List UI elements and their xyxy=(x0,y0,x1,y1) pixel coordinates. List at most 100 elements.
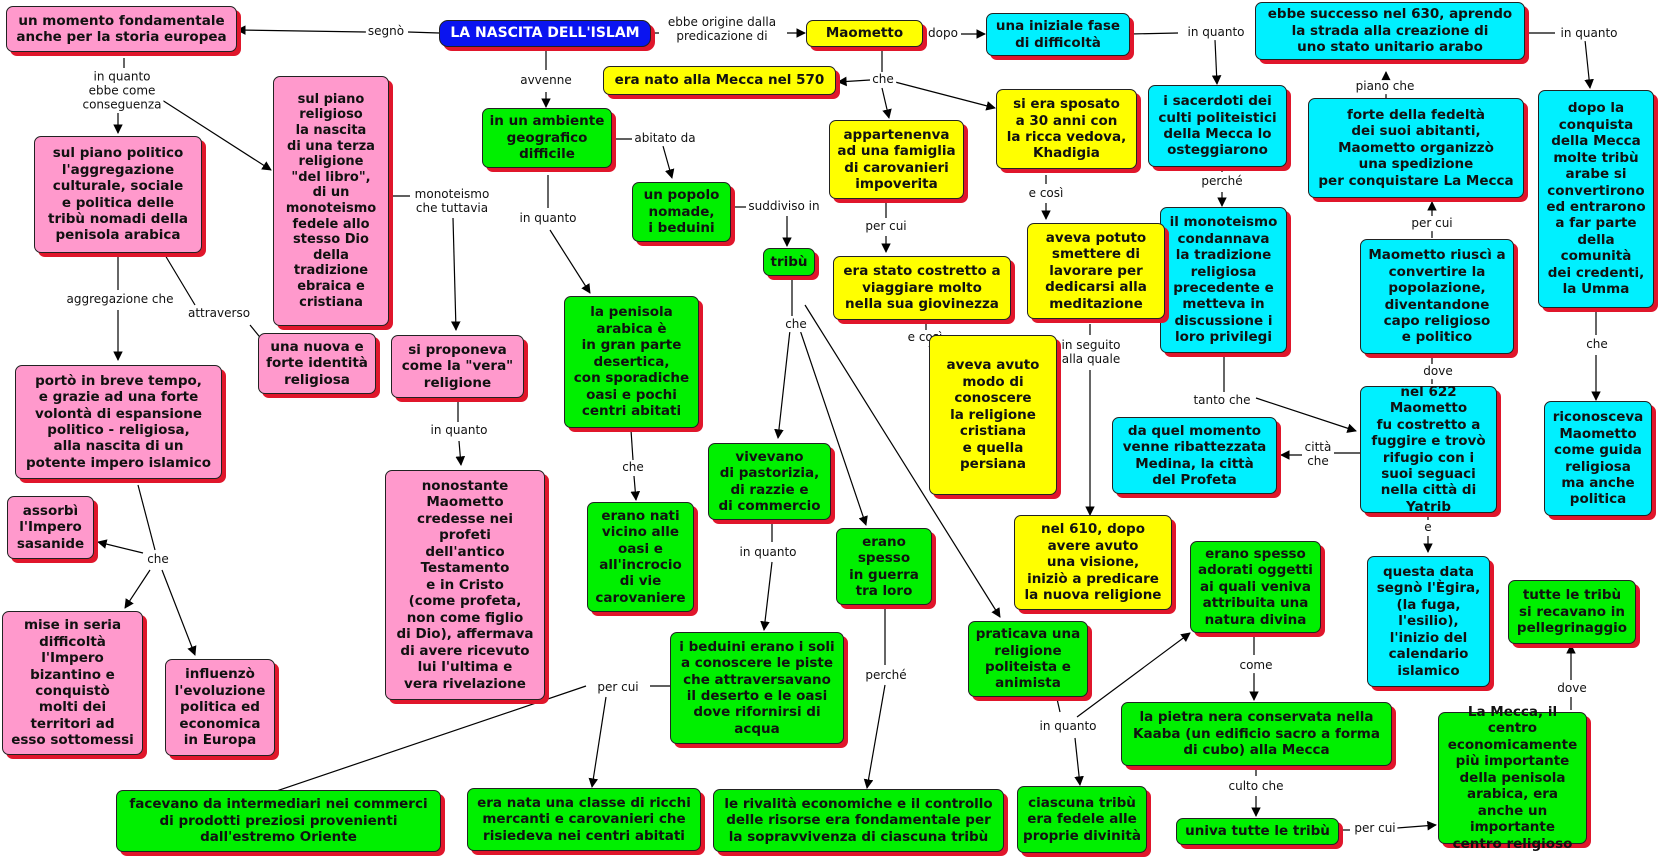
link-line xyxy=(1255,397,1357,433)
node-nel622: nel 622 Maometto fu costretto a fuggire … xyxy=(1360,384,1497,515)
link-line xyxy=(1076,632,1191,718)
link-label-e-cosi-sposato: e così xyxy=(1026,186,1066,201)
node-aveva-avuto: aveva avuto modo di conoscere la religio… xyxy=(929,335,1057,495)
link-label-in-seguito: in seguito alla quale xyxy=(1059,338,1123,367)
link-label-come: come xyxy=(1237,658,1275,673)
node-sposato: si era sposato a 30 anni con la ricca ve… xyxy=(996,89,1137,169)
link-label-che-tribu: che xyxy=(783,317,809,332)
node-conquista: dopo la conquista della Mecca molte trib… xyxy=(1538,90,1654,308)
node-ciascuna: ciascuna tribù era fedele alle proprie d… xyxy=(1017,786,1147,853)
link-line xyxy=(630,475,641,501)
link-label-che-impero: che xyxy=(145,552,171,567)
link-line xyxy=(1074,737,1084,786)
node-erano-nati: erano nati vicino alle oasi e all'incroc… xyxy=(587,502,694,612)
node-title: LA NASCITA DELL'ISLAM xyxy=(439,20,651,47)
link-label-in-quanto-top: in quanto xyxy=(1185,25,1247,40)
link-label-abitato-da: abitato da xyxy=(632,131,698,146)
link-label-per-cui-famiglia: per cui xyxy=(863,219,909,234)
node-assorbi: assorbì l'Impero sasanide xyxy=(7,496,94,559)
link-line xyxy=(161,99,272,171)
node-beduini-piste: i beduini erano i soli a conoscere le pi… xyxy=(670,632,844,744)
link-label-dopo: dopo xyxy=(926,26,960,41)
link-label-in-quanto-ambiente: in quanto xyxy=(517,211,579,226)
link-label-dove-622: dove xyxy=(1421,364,1455,379)
link-label-in-quanto-proponeva: in quanto xyxy=(428,423,490,438)
node-sacerdoti: i sacerdoti dei culti politeistici della… xyxy=(1148,85,1287,167)
link-line xyxy=(164,254,196,306)
node-momento: un momento fondamentale anche per la sto… xyxy=(6,6,237,52)
link-label-segno: segnò xyxy=(365,24,407,39)
link-label-dove-mecca: dove xyxy=(1555,681,1589,696)
node-nel610: nel 610, dopo avere avuto una visione, i… xyxy=(1014,515,1172,610)
link-label-e-622: e xyxy=(1422,520,1434,535)
node-classe: era nata una classe di ricchi mercanti e… xyxy=(467,788,701,851)
link-line xyxy=(630,429,634,461)
node-penisola: la penisola arabica è in gran parte dese… xyxy=(564,296,699,428)
link-label-monoteismo-che: monoteismo che tuttavia xyxy=(412,187,492,216)
node-politeista: praticava una religione politeista e ani… xyxy=(968,621,1088,697)
link-label-in-quanto-politeista: in quanto xyxy=(1037,719,1099,734)
link-label-culto-che: culto che xyxy=(1226,779,1286,794)
node-piano-politico: sul piano politico l'aggregazione cultur… xyxy=(34,136,202,253)
node-guerra: erano spesso in guerra tra loro xyxy=(836,528,932,605)
link-line xyxy=(799,329,868,526)
link-line xyxy=(760,561,773,631)
node-influenzo: influenzò l'evoluzione politica ed econo… xyxy=(165,659,275,756)
node-impero: portò in breve tempo, e grazie ad una fo… xyxy=(15,365,222,479)
link-label-che-penisola: che xyxy=(620,460,646,475)
link-line xyxy=(588,696,607,788)
node-bizantino: mise in seria difficoltà l'Impero bizant… xyxy=(2,611,143,755)
node-pellegrinaggio: tutte le tribù si recavano in pellegrina… xyxy=(1508,580,1636,644)
link-line xyxy=(124,569,151,609)
link-line xyxy=(1584,39,1594,89)
link-line xyxy=(1211,39,1222,85)
link-label-che-maometto: che xyxy=(870,72,896,87)
link-line xyxy=(881,87,892,119)
link-label-per-cui-univa: per cui xyxy=(1352,821,1398,836)
link-line xyxy=(236,25,367,35)
link-line xyxy=(455,440,466,466)
link-label-aggregazione-che: aggregazione che xyxy=(64,292,176,307)
link-label-in-quanto-right: in quanto xyxy=(1558,26,1620,41)
link-line xyxy=(161,569,197,656)
link-line xyxy=(137,484,156,551)
node-rivalita: le rivalità economiche e il controllo de… xyxy=(713,789,1004,852)
node-maometto: Maometto xyxy=(806,20,923,47)
link-label-perche-guerra: perché xyxy=(863,668,909,683)
link-label-avvenne: avvenne xyxy=(518,73,574,88)
node-identita: una nuova e forte identità religiosa xyxy=(258,333,376,394)
link-label-in-quanto-pastorizia: in quanto xyxy=(737,545,799,560)
node-medina: da quel momento venne ribattezzata Medin… xyxy=(1112,417,1277,494)
node-iniziale: una iniziale fase di difficoltà xyxy=(986,13,1130,56)
link-label-citta-che: città che xyxy=(1302,440,1334,469)
link-line xyxy=(804,304,1001,618)
node-viaggiare: era stato costretto a viaggiare molto ne… xyxy=(833,256,1011,320)
link-line xyxy=(407,31,440,34)
node-convertire: Maometto riuscì a convertire la popolazi… xyxy=(1360,239,1514,354)
link-line xyxy=(549,229,591,294)
node-centro: La Mecca, il centro economicamente più i… xyxy=(1438,704,1587,852)
link-line xyxy=(837,76,871,87)
node-successo630: ebbe successo nel 630, aprendo la strada… xyxy=(1255,2,1525,60)
node-egira: questa data segnò l'Ègira, (la fuga, l'e… xyxy=(1367,556,1490,687)
node-popolo: un popolo nomade, i beduini xyxy=(632,182,731,242)
node-intermediari: facevano da intermediari nei commerci di… xyxy=(116,790,441,852)
node-pastorizia: vivevano di pastorizia, di razzie e di c… xyxy=(708,443,831,520)
link-label-suddiviso-in: suddiviso in xyxy=(746,199,822,214)
link-line xyxy=(450,217,461,331)
link-label-perche-sacerdoti: perché xyxy=(1199,174,1245,189)
link-line xyxy=(662,145,675,179)
link-line xyxy=(1396,820,1437,831)
link-line xyxy=(863,684,886,789)
node-nato570: era nato alla Mecca nel 570 xyxy=(603,66,836,95)
node-piano-religioso: sul piano religioso la nascita di una te… xyxy=(273,76,389,326)
link-label-che-conquista: che xyxy=(1584,337,1610,352)
node-nonostante: nonostante Maometto credesse nei profeti… xyxy=(385,470,545,700)
node-smettere: aveva potuto smettere di lavorare per de… xyxy=(1027,223,1165,319)
node-oggetti: erano spesso adorati oggetti ai quali ve… xyxy=(1190,541,1321,633)
node-fedelta: forte della fedeltà dei suoi abitanti, M… xyxy=(1308,98,1524,198)
link-line xyxy=(894,81,996,111)
node-riconosceva: riconosceva Maometto come guida religios… xyxy=(1544,401,1652,516)
node-pietra: la pietra nera conservata nella Kaaba (u… xyxy=(1121,702,1392,766)
